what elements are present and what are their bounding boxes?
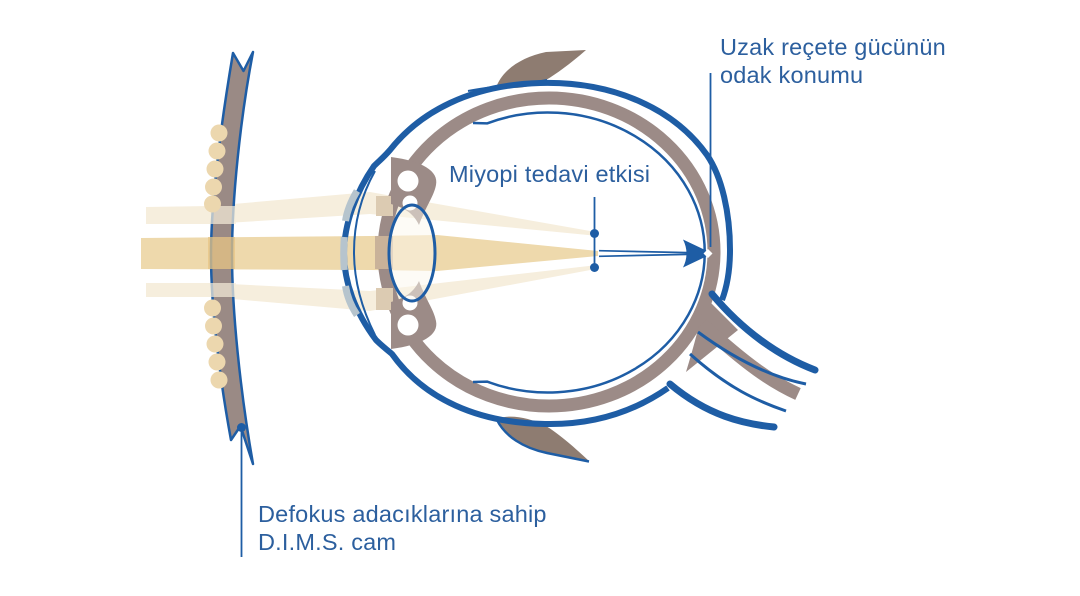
anterior-chamber-line xyxy=(352,170,376,336)
focal-dot-upper xyxy=(590,229,599,238)
label-myopia-treatment-effect: Miyopi tedavi etkisi xyxy=(449,161,651,187)
label-dims-lens: Defokus adacıklarına sahip D.I.M.S. cam xyxy=(258,501,547,555)
inferior-muscle-fin xyxy=(497,416,589,461)
label-distance-focus-position: Uzak reçete gücünün odak konumu xyxy=(720,34,946,88)
optic-nerve-sheath-upper xyxy=(708,290,819,374)
lens-leader-dot xyxy=(237,423,246,432)
light-beam-lower-defocus xyxy=(146,265,593,311)
light-beam-central xyxy=(141,235,598,271)
zonule-gap-lower-1 xyxy=(397,314,419,336)
cornea-highlight-lower xyxy=(342,285,360,317)
superior-muscle-fin xyxy=(497,50,586,88)
optic-nerve-fiber-upper xyxy=(697,330,807,386)
cornea-highlight-central xyxy=(340,236,348,271)
lens-beam-patch-central xyxy=(208,237,235,269)
ring-beam-patch-lower xyxy=(376,288,393,310)
sclera-outline xyxy=(340,79,734,428)
zonule-gap-upper-1 xyxy=(397,170,419,192)
optic-nerve-fiber-lower xyxy=(689,352,787,413)
arrow-tip-diamond-icon xyxy=(703,249,713,258)
arrow-head-icon xyxy=(683,239,713,268)
focal-dot-lower xyxy=(590,263,599,272)
optic-nerve-sheath-lower xyxy=(666,380,778,431)
crystalline-lens xyxy=(387,203,437,303)
lens-beam-patch-lower xyxy=(210,283,236,297)
focus-arrow xyxy=(598,239,713,268)
defocus-islets-upper xyxy=(204,124,228,213)
cornea-highlight-upper xyxy=(342,189,361,222)
defocus-islets-lower xyxy=(204,299,228,389)
light-beam-upper-defocus xyxy=(146,192,593,236)
inferior-muscle-edge xyxy=(495,419,590,463)
optic-nerve-taupe-band xyxy=(697,319,801,400)
ring-beam-patch-upper xyxy=(376,196,393,216)
